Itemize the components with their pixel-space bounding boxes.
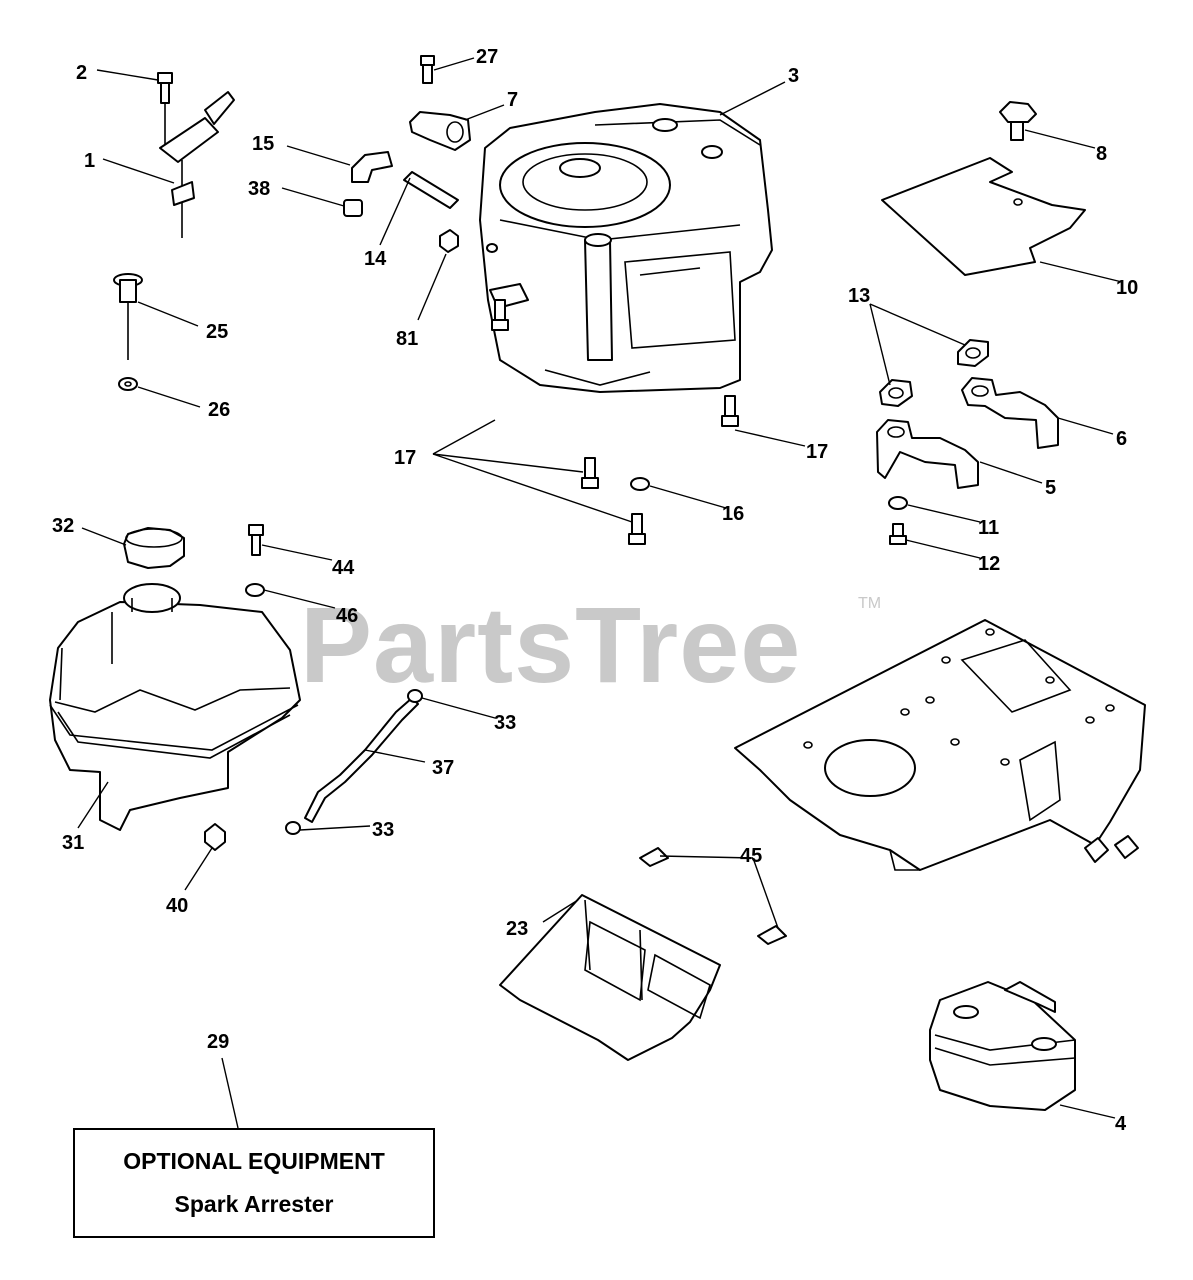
callout-11: 11 <box>978 517 999 539</box>
callout-5: 5 <box>1045 477 1056 499</box>
callout-38: 38 <box>248 178 270 200</box>
washer-11-part <box>888 496 908 510</box>
callout-44: 44 <box>332 557 355 579</box>
screw-27-part <box>420 55 435 84</box>
fuel-tank-part <box>49 583 301 831</box>
callout-6: 6 <box>1116 428 1127 450</box>
watermark-trademark: TM <box>858 595 881 612</box>
clamp-7-part <box>409 111 471 151</box>
callout-17b: 17 <box>806 441 828 463</box>
callout-10: 10 <box>1116 277 1138 299</box>
nut-81-part <box>439 229 459 253</box>
exhaust-pipe-5-part <box>876 419 979 489</box>
engine-part <box>479 103 773 393</box>
screw-12-part <box>889 523 907 545</box>
knob-8-part <box>999 101 1037 141</box>
callout-81: 81 <box>396 328 418 350</box>
heat-shield-23-part <box>499 894 721 1061</box>
throttle-control-part <box>159 82 235 238</box>
callout-7: 7 <box>507 89 518 111</box>
callout-17a: 17 <box>394 447 416 469</box>
exhaust-pipe-6-part <box>961 377 1059 449</box>
callout-33b: 33 <box>372 819 394 841</box>
engine-mounting-frame-part <box>734 619 1146 871</box>
muffler-4-part <box>929 981 1076 1111</box>
callout-4: 4 <box>1115 1113 1127 1135</box>
callout-3: 3 <box>788 65 799 87</box>
leader-lines <box>77 57 1123 1129</box>
callout-14: 14 <box>364 248 387 270</box>
callout-25: 25 <box>206 321 228 343</box>
elbow-15-part <box>351 151 393 183</box>
callout-40: 40 <box>166 895 188 917</box>
fitting-38-part <box>343 199 363 217</box>
callout-8: 8 <box>1096 143 1107 165</box>
callout-13: 13 <box>848 285 870 307</box>
callout-2: 2 <box>76 62 87 84</box>
tube-14-part <box>403 171 459 209</box>
optional-equipment-subtitle: Spark Arrester <box>174 1191 334 1217</box>
callout-45: 45 <box>740 845 762 867</box>
callout-33a: 33 <box>494 712 516 734</box>
screw-2-part <box>157 72 173 104</box>
optional-equipment-box: OPTIONAL EQUIPMENT Spark Arrester <box>73 1128 435 1238</box>
screws-45-part <box>639 847 787 945</box>
fuel-cap-32-part <box>123 527 185 569</box>
callout-1: 1 <box>84 150 95 172</box>
grommet-40-part <box>204 823 226 851</box>
callout-15: 15 <box>252 133 274 155</box>
callout-16: 16 <box>722 503 744 525</box>
optional-equipment-title: OPTIONAL EQUIPMENT <box>123 1148 385 1174</box>
callout-23: 23 <box>506 918 528 940</box>
callout-46: 46 <box>336 605 358 627</box>
callout-37: 37 <box>432 757 454 779</box>
bolts-17-part <box>491 299 739 545</box>
washer-26-part <box>118 377 138 391</box>
washer-16-part <box>630 477 650 491</box>
callout-26: 26 <box>208 399 230 421</box>
callout-31: 31 <box>62 832 84 854</box>
washer-46-part <box>245 583 265 597</box>
gaskets-13-part <box>879 339 989 407</box>
callout-32: 32 <box>52 515 74 537</box>
watermark-brand: PartsTree <box>300 584 801 705</box>
callout-29: 29 <box>207 1031 229 1053</box>
callout-27: 27 <box>476 46 498 68</box>
callout-numbers: 2 1 3 4 5 6 7 8 10 11 12 13 14 15 16 17 … <box>52 46 1138 1135</box>
screw-44-part <box>248 524 264 556</box>
clamp-33-part <box>285 689 423 835</box>
callout-12: 12 <box>978 553 1000 575</box>
cover-plate-10-part <box>881 157 1086 276</box>
fuel-line-37-part <box>304 697 419 823</box>
dipstick-part <box>113 273 143 360</box>
